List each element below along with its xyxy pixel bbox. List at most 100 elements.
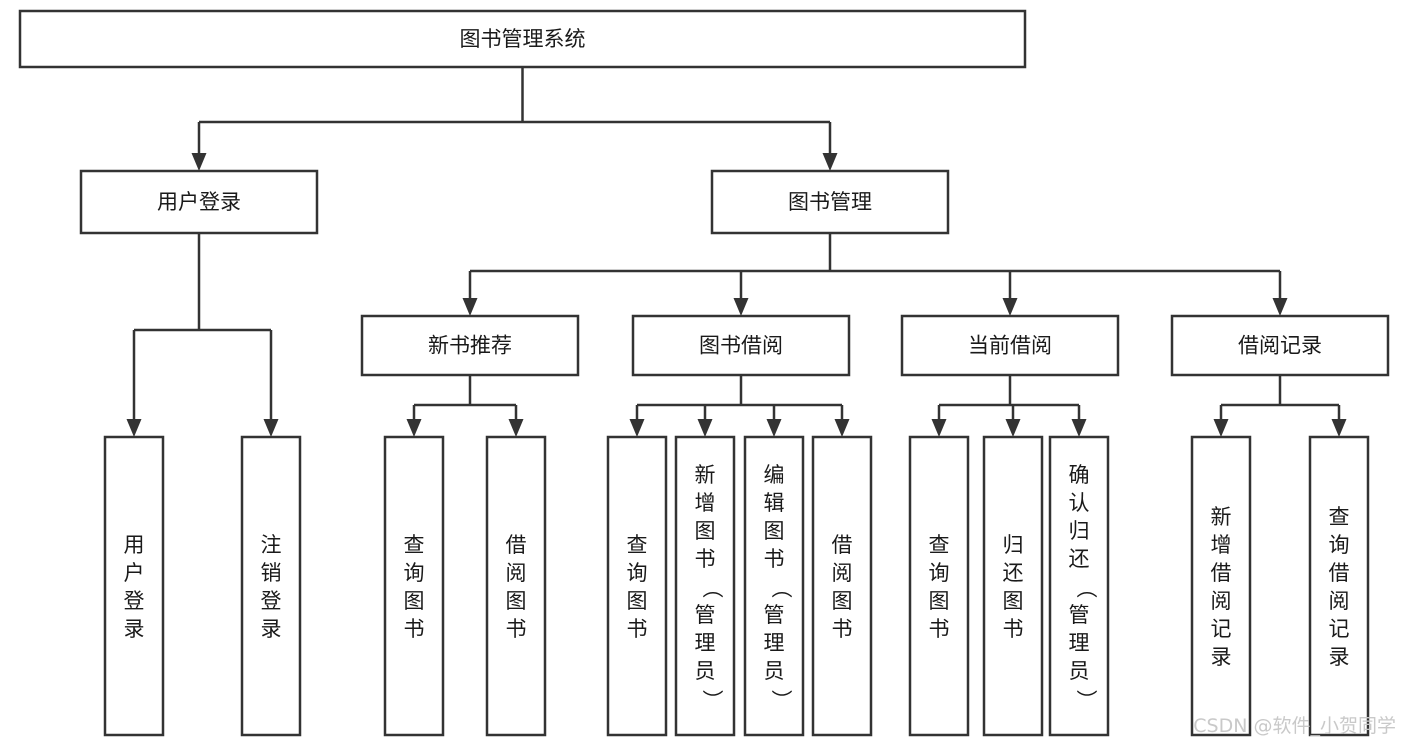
svg-text:书: 书 <box>1003 617 1024 641</box>
node-bookmgmt[interactable]: 图书管理 <box>710 169 950 235</box>
svg-text:图: 图 <box>506 589 527 613</box>
svg-text:增: 增 <box>695 491 716 515</box>
arrow-head <box>1272 298 1288 316</box>
svg-text:归: 归 <box>1069 519 1090 543</box>
arrow-head <box>1071 419 1087 437</box>
svg-text:查: 查 <box>627 533 648 557</box>
node-box-l13[interactable] <box>1308 435 1370 737</box>
svg-text:书: 书 <box>764 547 785 571</box>
node-box-current[interactable] <box>900 314 1120 377</box>
svg-text:理: 理 <box>1069 631 1090 655</box>
svg-text:管: 管 <box>764 603 785 627</box>
node-box-l6[interactable] <box>674 435 736 737</box>
svg-text:员: 员 <box>695 659 716 683</box>
svg-text:（: （ <box>700 577 724 598</box>
svg-text:图: 图 <box>832 589 853 613</box>
node-records[interactable]: 借阅记录 <box>1170 314 1390 377</box>
node-box-l1[interactable] <box>103 435 165 737</box>
svg-text:书: 书 <box>506 617 527 641</box>
node-box-root[interactable] <box>18 9 1027 69</box>
arrow-head <box>931 419 947 437</box>
node-box-l9[interactable] <box>908 435 970 737</box>
arrow-head <box>126 419 142 437</box>
node-root[interactable]: 图书管理系统 <box>18 9 1027 69</box>
node-box-l8[interactable] <box>811 435 873 737</box>
arrow-head <box>263 419 279 437</box>
svg-text:）: ） <box>1074 689 1098 710</box>
node-box-l10[interactable] <box>982 435 1044 737</box>
svg-text:询: 询 <box>404 561 425 585</box>
node-label-login: 用户登录 <box>157 190 241 214</box>
svg-text:阅: 阅 <box>506 561 527 585</box>
node-box-l12[interactable] <box>1190 435 1252 737</box>
svg-text:阅: 阅 <box>832 561 853 585</box>
node-box-l3[interactable] <box>383 435 445 737</box>
svg-text:还: 还 <box>1003 561 1024 585</box>
node-box-login[interactable] <box>79 169 319 235</box>
node-login[interactable]: 用户登录 <box>79 169 319 235</box>
node-label-bookmgmt: 图书管理 <box>788 190 872 214</box>
nodes-layer: 图书管理系统用户登录图书管理新书推荐图书借阅当前借阅借阅记录用户登录注销登录查询… <box>18 9 1390 737</box>
svg-text:书: 书 <box>929 617 950 641</box>
svg-text:确: 确 <box>1069 463 1090 487</box>
svg-text:增: 增 <box>1211 533 1232 557</box>
svg-text:图: 图 <box>929 589 950 613</box>
node-box-l5[interactable] <box>606 435 668 737</box>
svg-text:图: 图 <box>627 589 648 613</box>
svg-text:归: 归 <box>1003 533 1024 557</box>
node-box-l2[interactable] <box>240 435 302 737</box>
node-l1[interactable]: 用户登录 <box>103 435 165 737</box>
svg-text:借: 借 <box>506 533 527 557</box>
node-box-l7[interactable] <box>743 435 805 737</box>
connector-login <box>126 233 279 437</box>
svg-text:书: 书 <box>832 617 853 641</box>
node-box-borrow[interactable] <box>631 314 851 377</box>
node-current[interactable]: 当前借阅 <box>900 314 1120 377</box>
node-box-bookmgmt[interactable] <box>710 169 950 235</box>
arrow-head <box>766 419 782 437</box>
arrow-head <box>1002 298 1018 316</box>
node-box-records[interactable] <box>1170 314 1390 377</box>
svg-text:图: 图 <box>404 589 425 613</box>
svg-text:记: 记 <box>1329 617 1350 641</box>
svg-text:询: 询 <box>627 561 648 585</box>
svg-text:录: 录 <box>1211 645 1232 669</box>
node-borrow[interactable]: 图书借阅 <box>631 314 851 377</box>
node-label-borrow: 图书借阅 <box>699 334 783 358</box>
svg-text:图: 图 <box>1003 589 1024 613</box>
connector-newbook <box>406 375 524 437</box>
node-box-l11[interactable] <box>1048 435 1110 737</box>
node-label-newbook: 新书推荐 <box>428 334 512 358</box>
arrow-head <box>822 153 838 171</box>
node-box-l4[interactable] <box>485 435 547 737</box>
svg-text:新: 新 <box>695 463 716 487</box>
node-newbook[interactable]: 新书推荐 <box>360 314 580 377</box>
svg-text:理: 理 <box>695 631 716 655</box>
node-label-records: 借阅记录 <box>1238 334 1322 358</box>
svg-text:录: 录 <box>124 617 145 641</box>
arrow-head <box>508 419 524 437</box>
svg-text:用: 用 <box>124 533 145 557</box>
svg-text:询: 询 <box>929 561 950 585</box>
node-box-newbook[interactable] <box>360 314 580 377</box>
